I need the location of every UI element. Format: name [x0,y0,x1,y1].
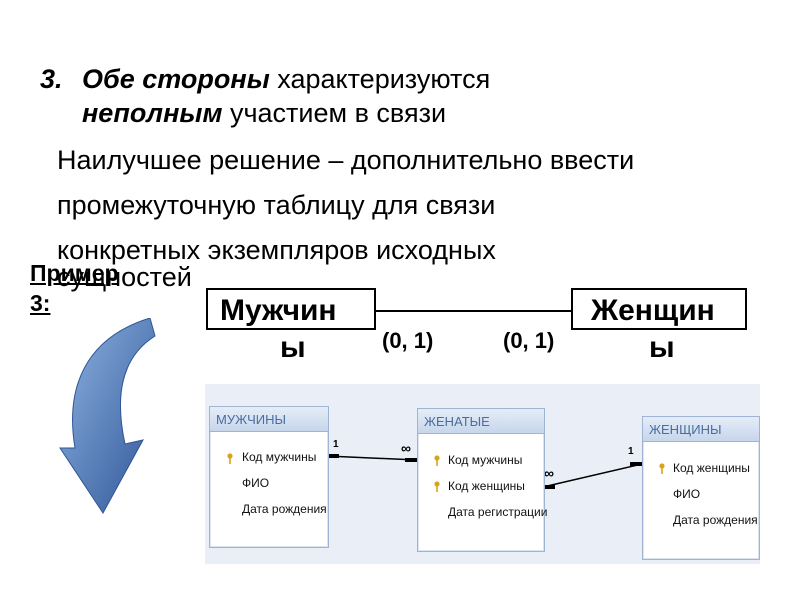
table-men-field: Код мужчины [242,450,317,464]
cardinality-left: (0, 1) [382,328,434,353]
table-married[interactable]: ЖЕНАТЫЕ Код мужчины Код женщины Дата рег… [417,408,548,552]
rel1-many: ∞ [401,440,411,456]
example-label-line-2: 3: [30,290,51,316]
rel1-one: 1 [333,439,339,450]
heading-line-2-rest: участием в связи [222,98,447,128]
table-women-field: Дата рождения [673,513,758,527]
entity-women: Женщин ы [571,288,747,364]
table-men-field: ФИО [242,476,270,490]
heading-line-2: неполным участием в связи [82,96,446,130]
entity-men-label: Мужчин [220,294,337,327]
heading-line-1-rest: характеризуются [269,64,491,94]
table-women-title: ЖЕНЩИНЫ [643,417,759,442]
rel2-many: ∞ [544,465,554,481]
table-men-field: Дата рождения [242,502,327,516]
table-men-title: МУЖЧИНЫ [210,407,328,432]
key-icon [434,479,440,492]
entity-men: Мужчин ы [206,288,376,364]
example-label: Пример 3: [30,258,119,318]
table-women[interactable]: ЖЕНЩИНЫ Код женщины ФИО Дата рождения [642,416,760,560]
table-women-field: ФИО [673,487,701,501]
heading-number: 3. [40,64,63,94]
table-married-title: ЖЕНАТЫЕ [418,409,544,434]
paragraph: Наилучшее решение – дополнительно ввести… [57,138,777,300]
paragraph-line: промежуточную таблицу для связи [57,190,496,220]
table-men[interactable]: МУЖЧИНЫ Код мужчины ФИО Дата рождения [209,406,329,548]
heading-line-1-bold: Обе стороны [82,64,270,94]
key-icon [434,453,440,466]
paragraph-line: Наилучшее решение – дополнительно ввести [57,145,635,175]
table-married-field: Код женщины [448,479,525,493]
entity-women-wrap: ы [649,331,675,364]
heading-line-1: Обе стороны характеризуются [82,62,490,96]
paragraph-line: сущностей [57,262,192,292]
key-icon [227,451,233,464]
table-married-field: Код мужчины [448,453,523,467]
table-married-field: Дата регистрации [448,505,548,519]
cardinality-right: (0, 1) [503,328,555,353]
entity-women-label: Женщин [591,294,715,327]
relationship-lines [326,454,643,489]
curved-arrow-icon [59,318,156,514]
example-label-line-1: Пример [30,260,119,286]
db-relationships-screenshot: 1 ∞ ∞ 1 МУЖЧИНЫ Код мужчины ФИО Дата рож… [205,384,760,564]
rel2-one: 1 [628,446,634,457]
heading-line-2-bold: неполным [82,98,223,128]
relationship-line [375,310,571,312]
table-women-field: Код женщины [673,461,750,475]
paragraph-line: конкретных экземпляров исходных [57,235,496,265]
key-icon [659,461,665,474]
entity-men-wrap: ы [280,331,306,364]
